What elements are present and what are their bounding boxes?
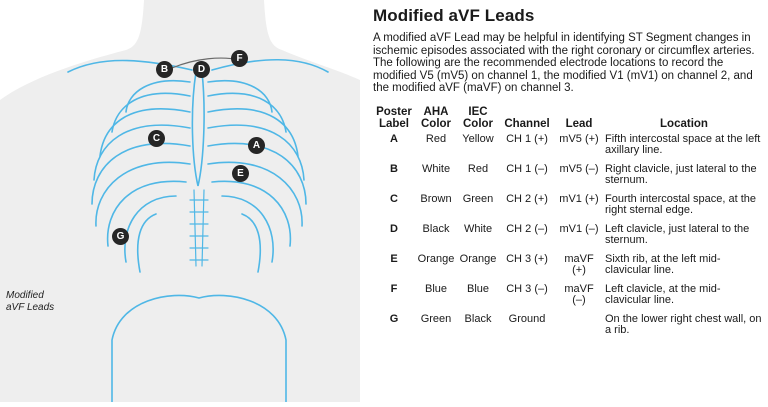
caption-line-2: aVF Leads [6, 302, 55, 313]
left-clavicle [211, 58, 329, 73]
header-channel: Channel [504, 117, 550, 130]
caption-line-1: Modified [6, 290, 44, 301]
cell-label: E [390, 252, 398, 265]
sternum [191, 71, 205, 187]
table-row: B White Red CH 1 (–) mV5 (–) Right clavi… [373, 160, 765, 190]
cell-channel: CH 2 (+) [506, 192, 548, 205]
page-title: Modified aVF Leads [373, 6, 535, 25]
header-poster-line2: Label [378, 117, 410, 130]
cell-lead: mV5 (–) [559, 162, 599, 175]
cell-label: A [390, 132, 398, 145]
cell-iec-color: Black [464, 312, 492, 325]
table-row: D Black White CH 2 (–) mV1 (–) Left clav… [373, 220, 765, 250]
cell-lead: maVF (+) [564, 252, 594, 277]
electrode-table: Poster Label AHA Color IEC Color Channel… [373, 106, 765, 340]
table-row: F Blue Blue CH 3 (–) maVF (–) Left clavi… [373, 280, 765, 310]
pelvis [111, 294, 287, 403]
cell-channel: CH 3 (–) [506, 282, 548, 295]
cell-aha-color: Brown [420, 192, 452, 205]
spine [193, 189, 205, 267]
header-poster-line1: Poster [376, 105, 412, 118]
cell-lead: mV1 (+) [559, 192, 599, 205]
table-row: A Red Yellow CH 1 (+) mV5 (+) Fifth inte… [373, 130, 765, 160]
cell-channel: Ground [508, 312, 546, 325]
torso-skeleton-drawing [0, 0, 360, 403]
electrode-marker-c: C [148, 130, 165, 147]
header-iec-line2: Color [462, 117, 494, 130]
cell-location: Fourth intercostal space, at the right s… [605, 192, 757, 217]
cell-location: Sixth rib, at the left mid-clavicular li… [605, 252, 721, 277]
cell-aha-color: White [421, 162, 451, 175]
table-row: C Brown Green CH 2 (+) mV1 (+) Fourth in… [373, 190, 765, 220]
cell-location: On the lower right chest wall, on a rib. [605, 312, 762, 337]
cell-aha-color: Red [425, 132, 447, 145]
table-header-row: Poster Label AHA Color IEC Color Channel… [373, 106, 765, 130]
header-iec-line1: IEC [468, 105, 488, 118]
header-poster-label: Poster Label [373, 106, 415, 130]
right-ribs [91, 80, 191, 273]
torso-silhouette [0, 0, 360, 402]
intro-paragraph: A modified aVF Lead may be helpful in id… [373, 32, 755, 95]
cell-location: Fifth intercostal space at the left axil… [605, 132, 761, 157]
cell-channel: CH 1 (+) [506, 132, 548, 145]
electrode-marker-g: G [112, 228, 129, 245]
cell-label: F [390, 282, 398, 295]
electrode-marker-e: E [232, 165, 249, 182]
cell-iec-color: Red [467, 162, 489, 175]
table-row: G Green Black Ground On the lower right … [373, 310, 765, 340]
left-ribs [207, 80, 307, 273]
cell-lead: maVF (–) [564, 282, 594, 307]
cell-location: Right clavicle, just lateral to the ster… [605, 162, 757, 187]
cell-location: Left clavicle, at the mid-clavicular lin… [605, 282, 721, 307]
cell-aha-color: Black [422, 222, 450, 235]
cell-label: G [389, 312, 399, 325]
cell-aha-color: Blue [424, 282, 448, 295]
cell-iec-color: White [463, 222, 493, 235]
figure-caption: Modified aVF Leads [6, 290, 54, 314]
cell-aha-color: Orange [417, 252, 455, 265]
cell-label: B [390, 162, 398, 175]
header-aha-line1: AHA [423, 105, 449, 118]
cell-iec-color: Green [462, 192, 494, 205]
cell-channel: CH 3 (+) [506, 252, 548, 265]
cell-lead: mV5 (+) [559, 132, 599, 145]
electrode-marker-a: A [248, 137, 265, 154]
chest-illustration: B D F C A E G Modified aVF Leads [0, 0, 360, 403]
header-aha-color: AHA Color [415, 106, 457, 130]
content-panel: Modified aVF Leads A modified aVF Lead m… [373, 6, 765, 340]
header-iec-color: IEC Color [457, 106, 499, 130]
table-row: E Orange Orange CH 3 (+) maVF (+) Sixth … [373, 250, 765, 280]
cell-aha-color: Green [420, 312, 452, 325]
cell-label: D [390, 222, 398, 235]
cell-iec-color: Blue [466, 282, 490, 295]
electrode-marker-d: D [193, 61, 210, 78]
electrode-marker-f: F [231, 50, 248, 67]
header-location: Location [660, 117, 708, 130]
electrode-marker-b: B [156, 61, 173, 78]
cell-label: C [390, 192, 398, 205]
cell-channel: CH 1 (–) [506, 162, 548, 175]
cell-lead [555, 310, 603, 340]
cell-channel: CH 2 (–) [506, 222, 548, 235]
cell-iec-color: Yellow [462, 132, 494, 145]
cell-iec-color: Orange [459, 252, 497, 265]
header-lead: Lead [565, 117, 593, 130]
cell-lead: mV1 (–) [559, 222, 599, 235]
header-aha-line2: Color [420, 117, 452, 130]
cell-location: Left clavicle, just lateral to the stern… [605, 222, 750, 247]
spine-vertebrae [189, 199, 209, 261]
